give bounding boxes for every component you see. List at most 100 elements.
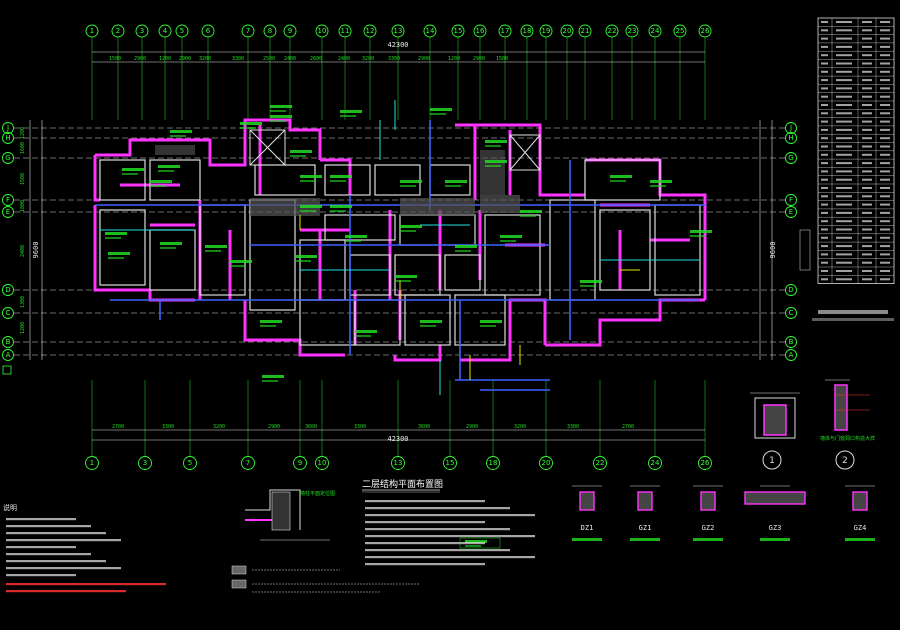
beam-annotation-mark <box>345 235 367 238</box>
table-cell-mark <box>862 153 872 156</box>
overall-dimension-bottom: 42300 <box>387 435 408 443</box>
top-dimension-value: 2400 <box>284 56 296 62</box>
beam-annotation-mark <box>105 232 127 235</box>
axis-letter-side: F <box>6 196 10 204</box>
axis-letter-side: H <box>788 134 793 142</box>
beam-annotation-mark <box>395 275 417 278</box>
table-cell-mark <box>821 128 828 131</box>
wall-section-label: 墙柱平面定位图 <box>300 490 335 497</box>
beam-annotation-mark <box>260 320 282 323</box>
axis-letter-side: C <box>789 309 794 317</box>
axis-letter-side: C <box>6 309 11 317</box>
axis-number-bottom: 5 <box>188 459 192 467</box>
axis-bubble-side <box>2 336 14 348</box>
table-cell-mark <box>821 170 828 173</box>
axis-number-top: 3 <box>140 27 144 35</box>
beam-annotation-mark <box>270 105 292 108</box>
table-cell-mark <box>880 54 890 57</box>
top-dimension-value: 3200 <box>362 56 374 62</box>
beam-annotation-mark <box>400 230 416 232</box>
beam-annotation-mark <box>160 247 176 249</box>
axis-number-top: 23 <box>628 27 637 35</box>
beam-annotation-mark <box>485 165 501 167</box>
table-cell-mark <box>862 220 872 223</box>
axis-number-bottom: 20 <box>542 459 551 467</box>
axis-letter-side: A <box>6 351 11 359</box>
axis-number-top: 11 <box>341 27 350 35</box>
beam-annotation-mark <box>295 260 311 262</box>
beam-annotation-mark <box>610 180 626 182</box>
table-cell-mark <box>821 195 828 198</box>
axis-number-top: 7 <box>246 27 250 35</box>
beam-annotation-mark <box>300 180 316 182</box>
beam-annotation-mark <box>580 285 596 287</box>
table-cell-mark <box>862 187 872 189</box>
table-cell-mark <box>821 62 828 65</box>
table-cell-mark <box>862 104 872 106</box>
table-cell-mark <box>862 211 872 214</box>
table-cell-mark <box>836 21 852 23</box>
table-cell-mark <box>862 112 872 115</box>
note-line <box>365 528 510 531</box>
axis-bubble-bottom <box>698 456 712 470</box>
table-cell-mark <box>862 45 872 48</box>
table-cell-mark <box>862 87 872 90</box>
table-cell-mark <box>836 236 852 239</box>
beam-annotation-mark <box>262 375 284 378</box>
table-cell-mark <box>821 29 828 32</box>
top-dimension-value: 2900 <box>179 56 191 62</box>
beam-annotation-mark <box>485 145 501 147</box>
table-cell-mark <box>836 128 852 131</box>
axis-number-top: 8 <box>268 27 272 35</box>
axis-number-top: 18 <box>523 27 532 35</box>
detail-number-1: 1 <box>769 456 775 466</box>
axis-bubble-bottom <box>539 456 553 470</box>
axis-bubble-side <box>2 194 14 206</box>
left-dimension-value: 1200 <box>20 322 26 334</box>
beam-annotation-mark <box>150 185 166 187</box>
bottom-dimension-value: 3200 <box>514 424 526 430</box>
axis-number-top: 24 <box>651 27 660 35</box>
beam-annotation-mark <box>420 325 436 327</box>
table-caption-mark <box>812 318 894 321</box>
table-cell-mark <box>880 253 890 256</box>
axis-letter-side: E <box>789 208 793 216</box>
table-cell-mark <box>836 120 852 123</box>
axis-number-top: 9 <box>288 27 292 35</box>
table-cell-mark <box>880 87 890 90</box>
table-cell-mark <box>862 62 872 65</box>
beam-annotation-mark <box>158 165 180 168</box>
table-cell-mark <box>880 211 890 214</box>
left-note-line <box>6 546 76 549</box>
beam-annotation-mark <box>355 335 371 337</box>
table-cell-mark <box>821 203 828 206</box>
axis-letter-side: J <box>6 124 9 132</box>
column-caption-mark <box>693 538 723 541</box>
axis-number-bottom: 1 <box>90 459 94 467</box>
table-cell-mark <box>880 187 890 189</box>
table-cell-mark <box>836 178 852 181</box>
table-cell-mark <box>880 70 890 73</box>
top-dimension-value: 2900 <box>418 56 430 62</box>
axis-bubble-side <box>2 152 14 164</box>
beam-annotation-mark <box>355 330 377 333</box>
beam-annotation-mark <box>580 280 602 283</box>
axis-number-top: 4 <box>163 27 168 35</box>
table-cell-mark <box>862 29 872 32</box>
axis-number-bottom: 26 <box>701 459 710 467</box>
beam-annotation-mark <box>400 225 422 228</box>
table-cell-mark <box>836 220 852 223</box>
axis-bubble-bottom <box>183 456 197 470</box>
left-note-line <box>6 553 91 556</box>
table-cell-mark <box>880 128 890 131</box>
beam-annotation-mark <box>500 235 522 238</box>
top-dimension-value: 2600 <box>310 56 322 62</box>
table-cell-mark <box>880 120 890 123</box>
beam-annotation-mark <box>300 175 322 178</box>
table-cell-mark <box>821 162 828 165</box>
note-box <box>459 537 501 549</box>
table-cell-mark <box>880 29 890 32</box>
detail-circle-2 <box>835 450 855 470</box>
axis-letter-side: D <box>5 286 10 294</box>
